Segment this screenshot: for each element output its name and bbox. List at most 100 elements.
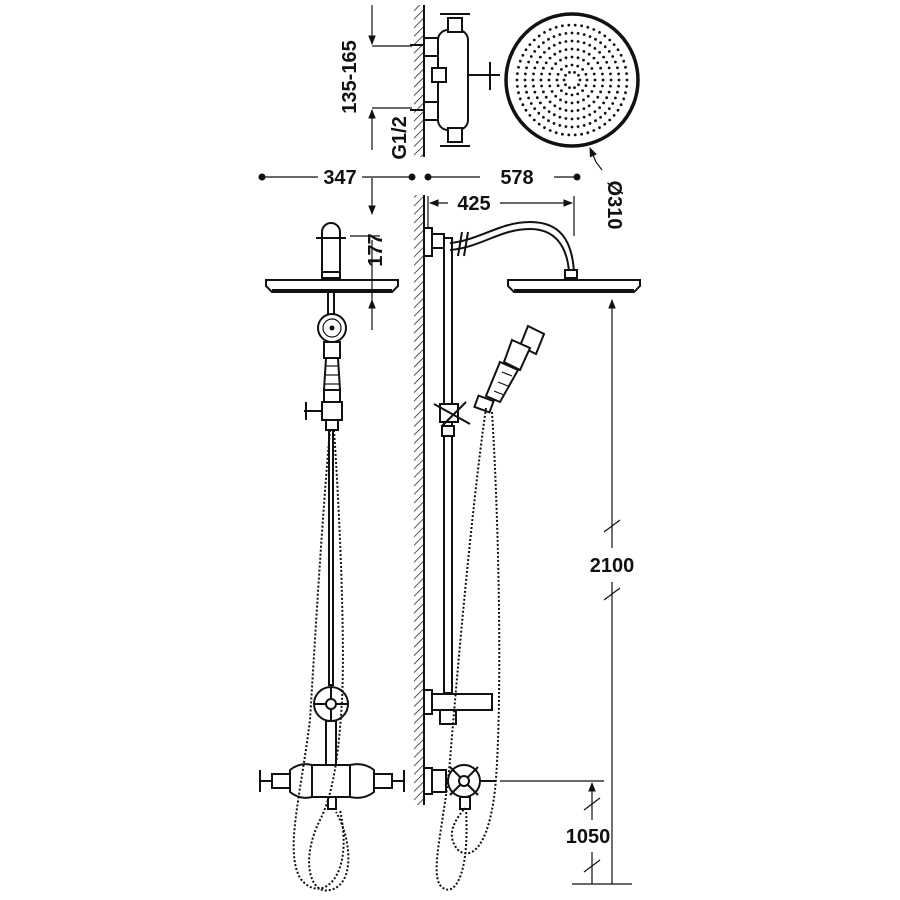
nozzle-dot (578, 78, 582, 82)
wall-hatch-top (414, 5, 424, 157)
nozzle-dot (573, 86, 576, 89)
nozzle-dot (552, 113, 556, 117)
nozzle-dot (570, 39, 574, 43)
nozzle-dot (564, 48, 568, 51)
nozzle-dot (570, 109, 574, 113)
side-depth-label: 578 (500, 167, 533, 189)
arm-height-label: 177 (365, 233, 387, 266)
nozzle-dot (593, 47, 597, 50)
nozzle-dot (586, 94, 590, 98)
arm-reach-label: 425 (457, 193, 490, 215)
nozzle-dot (607, 50, 611, 53)
depth-range-label: 135-165 (339, 40, 361, 113)
nozzle-dot (585, 78, 589, 82)
nozzle-dot (599, 115, 602, 119)
nozzle-dot (558, 107, 562, 110)
nozzle-dot (561, 24, 564, 28)
nozzle-dot (616, 108, 620, 112)
nozzle-dot (524, 108, 528, 112)
nozzle-dot (576, 92, 580, 96)
nozzle-dot (543, 31, 546, 34)
nozzle-dot (558, 124, 562, 127)
nozzle-dot (582, 98, 585, 102)
nozzle-dot (622, 59, 626, 63)
nozzle-dot (605, 96, 609, 100)
nozzle-dot (533, 50, 537, 53)
nozzle-dot (625, 78, 629, 82)
nozzle-dot (582, 33, 586, 36)
nozzle-dot (564, 117, 568, 120)
nozzle-dot (593, 78, 597, 82)
nozzle-dot (612, 114, 616, 117)
nozzle-dot (612, 43, 616, 46)
wall-hatch-side (414, 195, 424, 805)
nozzle-dot (587, 52, 591, 56)
nozzle-dot (564, 40, 568, 43)
nozzle-dot (611, 55, 615, 58)
nozzle-dot (527, 96, 530, 100)
nozzle-dot (584, 72, 588, 76)
nozzle-dot (576, 100, 580, 104)
width-dimensions: 347 578 (258, 167, 581, 189)
nozzle-dot (547, 78, 551, 82)
nozzle-dot (577, 73, 580, 77)
nozzle-dot (576, 125, 580, 128)
nozzle-dot (558, 115, 562, 119)
nozzle-dot (577, 83, 580, 87)
nozzle-dot (607, 90, 611, 94)
nozzle-dot (624, 65, 627, 69)
nozzle-dot (592, 84, 596, 88)
nozzle-dot (587, 104, 591, 108)
total-height-dimension: 2100 (590, 299, 635, 884)
nozzle-dot (580, 132, 583, 136)
nozzle-dot (523, 78, 527, 82)
nozzle-dot (582, 50, 586, 53)
nozzle-dot (543, 106, 546, 109)
front-width-label: 347 (323, 167, 356, 189)
nozzle-dot (539, 78, 543, 82)
nozzle-dot (560, 68, 563, 71)
nozzle-dot (548, 72, 552, 76)
nozzle-dot (532, 72, 535, 76)
nozzle-dot (596, 61, 600, 65)
nozzle-dot (568, 71, 571, 74)
nozzle-dot (599, 41, 602, 45)
nozzle-dot (527, 60, 530, 64)
nozzle-dot (542, 90, 545, 94)
nozzle-dot (515, 78, 519, 82)
nozzle-dot (553, 104, 557, 108)
nozzle-dot (593, 110, 597, 113)
total-height-label: 2100 (590, 555, 635, 577)
nozzle-dot (614, 96, 617, 100)
nozzle-dot (564, 100, 568, 104)
nozzle-dot (542, 66, 545, 70)
nozzle-dot (592, 56, 596, 60)
arm-height-dimension: 177 (350, 178, 387, 330)
mixer-height-label: 1050 (566, 826, 611, 848)
nozzle-dot (564, 56, 568, 60)
nozzle-dot (616, 90, 619, 94)
nozzle-dot (599, 90, 602, 94)
nozzle-dot (547, 110, 551, 113)
nozzle-dot (543, 126, 546, 129)
nozzle-dot (588, 43, 592, 47)
nozzle-dot (537, 45, 541, 49)
nozzle-dot (609, 78, 613, 82)
nozzle-dot (586, 131, 590, 135)
nozzle-dot (582, 107, 586, 110)
nozzle-dot (517, 65, 520, 69)
nozzle-dot (564, 109, 568, 112)
arm-reach-dimension: 425 (427, 193, 575, 236)
nozzle-dot (550, 67, 554, 70)
nozzle-dot (529, 55, 533, 58)
nozzle-dot (611, 102, 615, 105)
nozzle-dot (576, 117, 580, 120)
nozzle-dot (622, 97, 626, 101)
nozzle-dot (594, 119, 597, 123)
nozzle-dot (554, 131, 558, 135)
nozzle-dot (573, 23, 577, 27)
nozzle-dot (598, 51, 601, 54)
nozzle-dot (576, 56, 580, 60)
nozzle-dot (542, 41, 545, 45)
nozzle-dot (596, 95, 600, 99)
